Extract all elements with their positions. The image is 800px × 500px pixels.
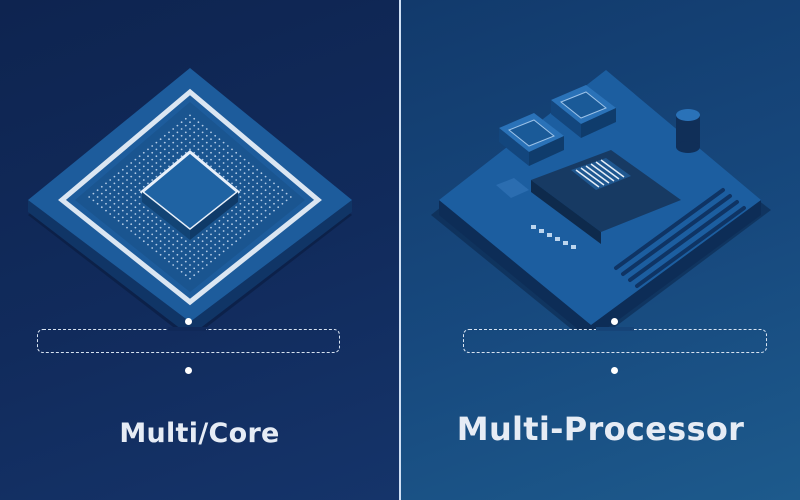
multi-core-panel: Multi/Core	[0, 0, 399, 500]
multi-processor-panel: Multi-Processor	[401, 0, 800, 500]
connector-dot-bottom	[185, 367, 192, 374]
connector-dot-top	[185, 318, 192, 325]
placeholder-box	[463, 329, 767, 353]
multi-core-title: Multi/Core	[119, 418, 280, 449]
connector-dot-top	[611, 318, 618, 325]
dash-gap	[596, 327, 634, 331]
multi-processor-title: Multi-Processor	[456, 410, 745, 448]
connector-dot-bottom	[611, 367, 618, 374]
dash-gap	[168, 327, 206, 331]
multi-core-chip-icon	[28, 68, 352, 330]
panel-divider	[399, 0, 401, 500]
multi-processor-board-icon	[431, 70, 771, 330]
placeholder-box	[37, 329, 340, 353]
